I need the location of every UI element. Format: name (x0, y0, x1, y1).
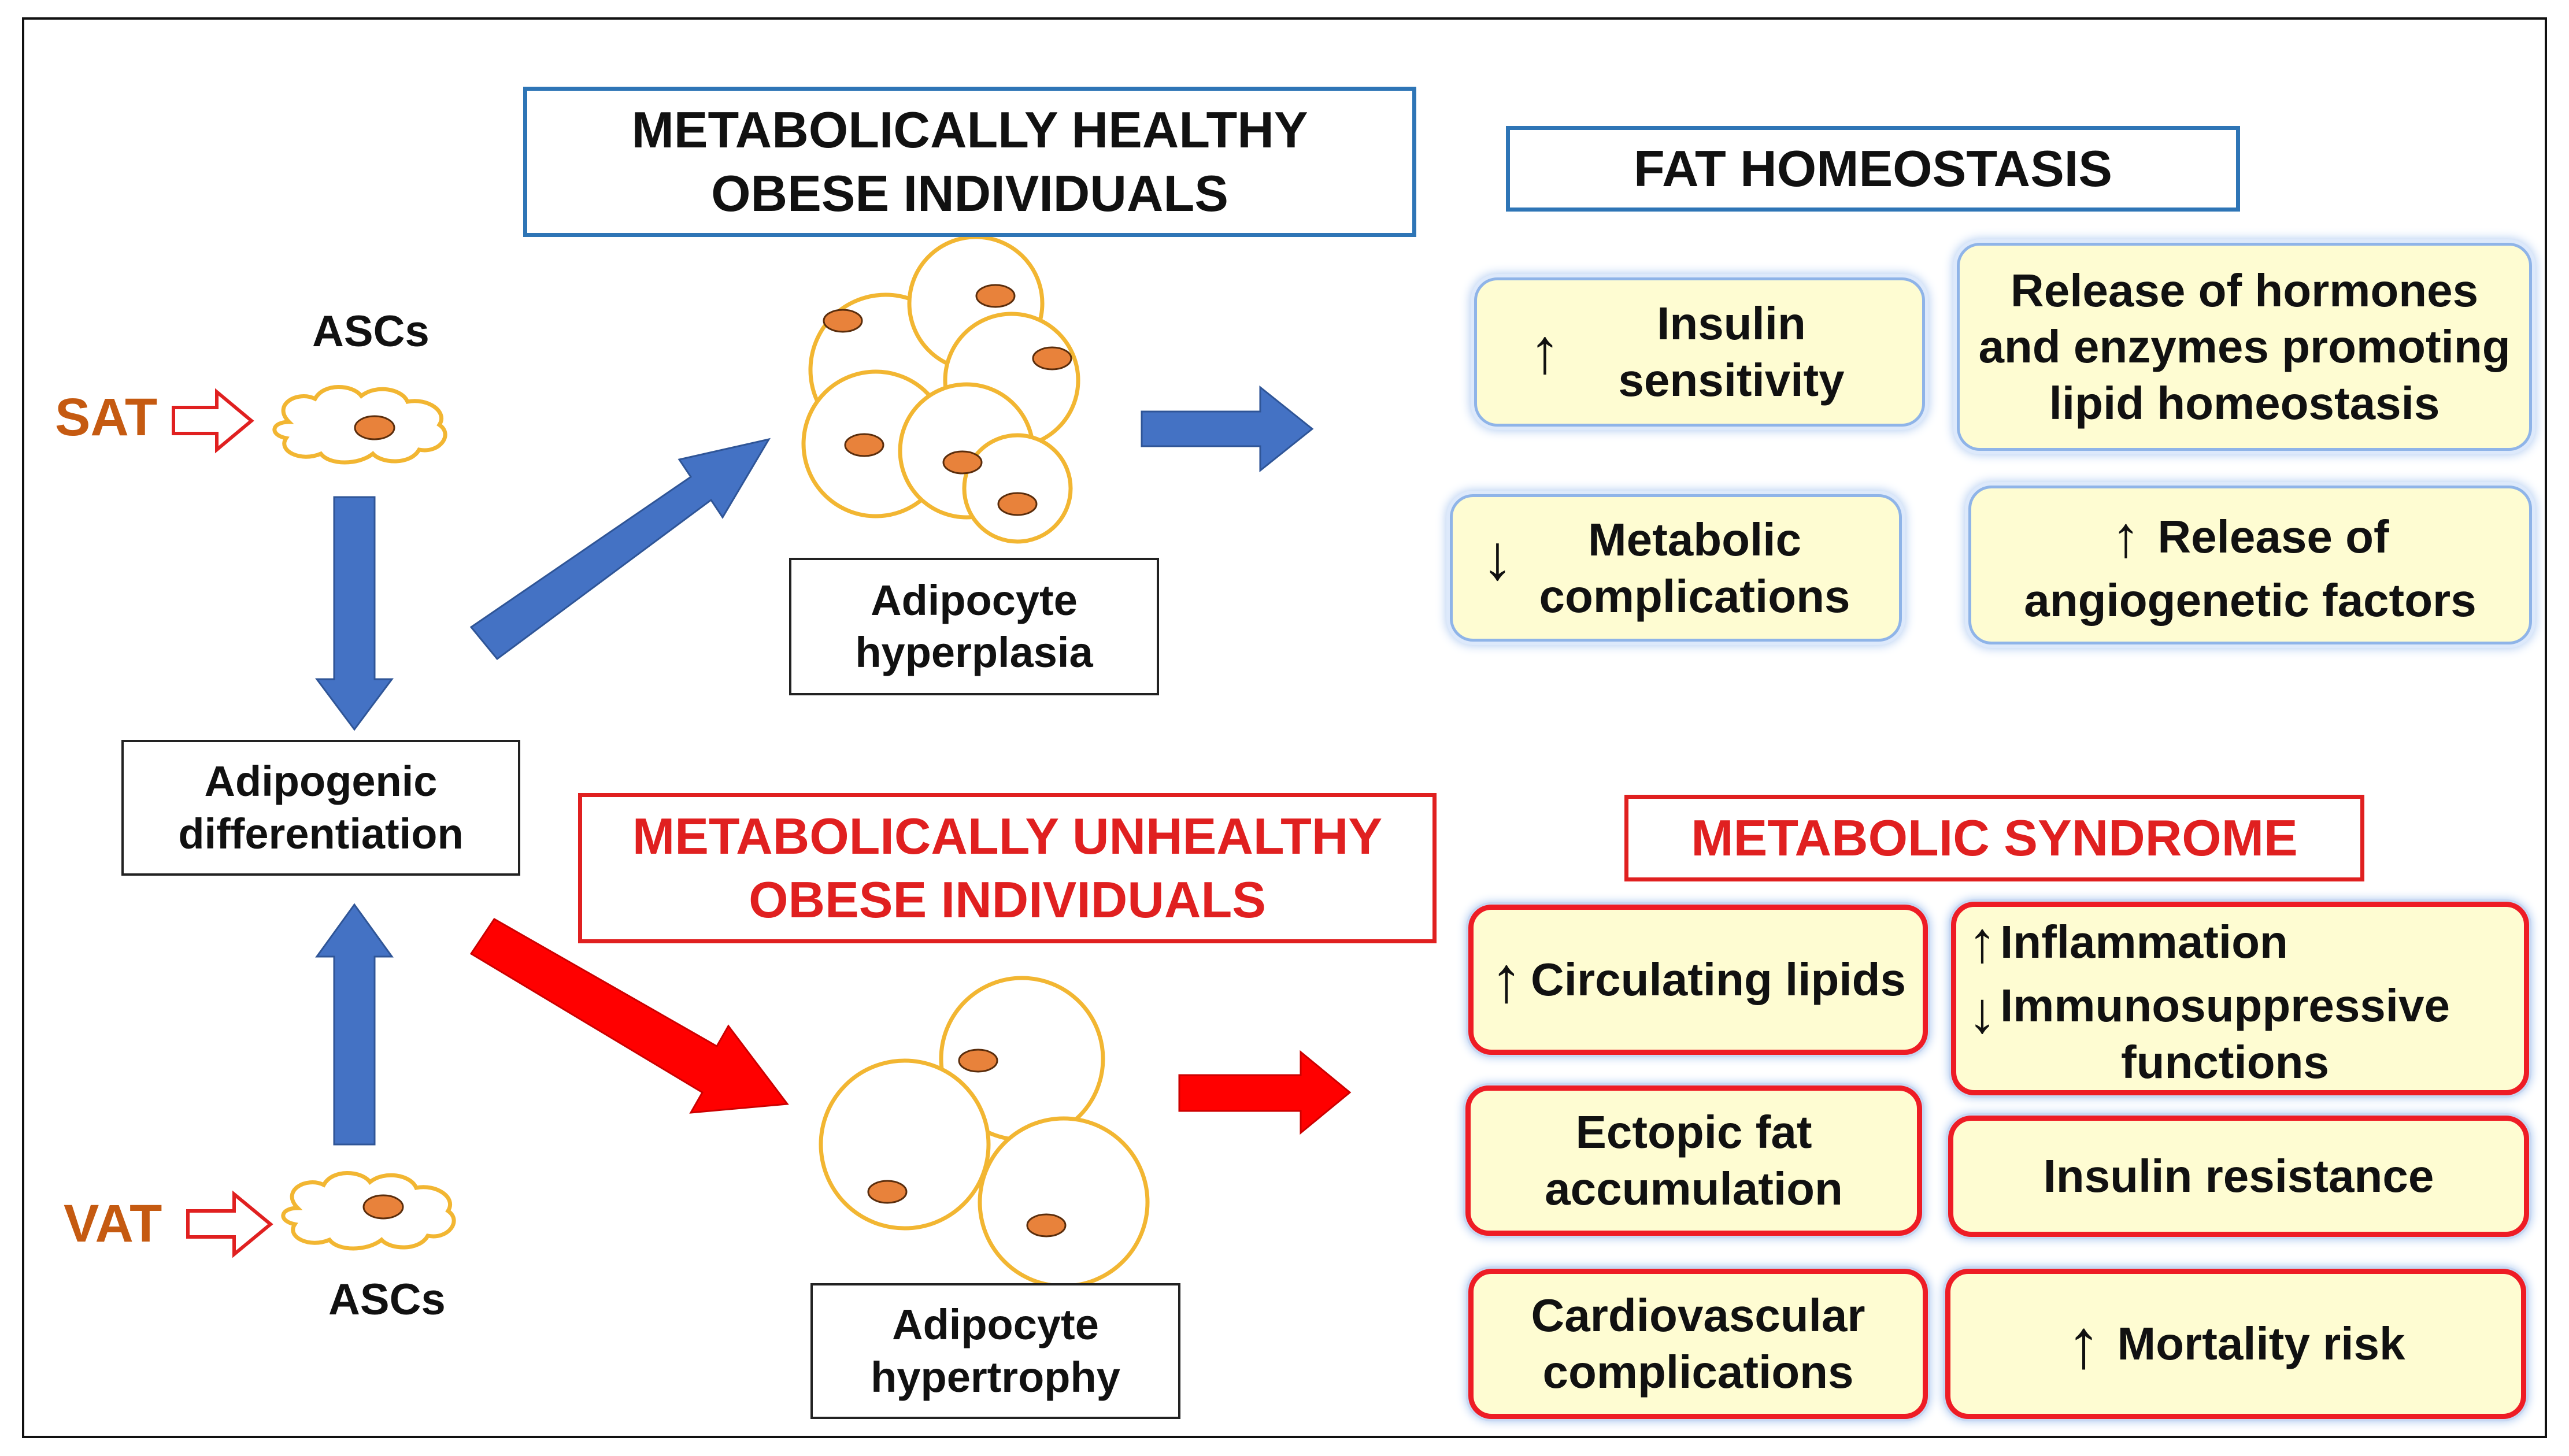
angio-line-2: angiogenetic factors (2024, 574, 2477, 626)
asc-cloud-bottom (281, 1171, 456, 1251)
healthy-title-box: METABOLICALLY HEALTHY OBESE INDIVIDUALS (523, 87, 1416, 237)
healthy-title-line-1: METABOLICALLY HEALTHY (631, 101, 1308, 158)
hypertrophy-cells (819, 976, 1150, 1288)
healthy-title-line-2: OBESE INDIVIDUALS (711, 165, 1228, 222)
up-arrow-icon: ↑ (1490, 943, 1523, 1016)
insulin-line-2: sensitivity (1618, 354, 1845, 406)
hormones-box: Release of hormones and enzymes promotin… (1957, 243, 2532, 451)
circulating-lipids-label: Circulating lipids (1531, 954, 1906, 1006)
hyperplasia-nuclei (823, 284, 1072, 516)
adipogenic-differentiation-box: Adipogenic differentiation (121, 740, 520, 876)
hyperplasia-line-1: Adipocyte (871, 576, 1078, 624)
down-arrow-icon: ↓ (1968, 980, 1997, 1045)
cardiovascular-box: Cardiovascular complications (1468, 1269, 1928, 1419)
ectopic-fat-box: Ectopic fat accumulation (1465, 1085, 1922, 1236)
inflammation-row: ↑ Inflammation (1968, 907, 2524, 977)
angio-line-1-row: ↑ Release of (1971, 502, 2529, 572)
hypertrophy-nuclei (867, 1049, 1067, 1238)
hyperplasia-line-2: hyperplasia (855, 628, 1093, 676)
unhealthy-title-box: METABOLICALLY UNHEALTHY OBESE INDIVIDUAL… (578, 793, 1437, 943)
unhealthy-title-line-2: OBESE INDIVIDUALS (749, 871, 1266, 928)
vat-label: VAT (64, 1194, 162, 1253)
immuno-row: ↓ Immunosuppressive functions (1968, 977, 2524, 1090)
diagonal-red-arrow (469, 918, 789, 1114)
immuno-line-2: functions (2121, 1036, 2329, 1088)
up-arrow-icon: ↑ (2111, 504, 2141, 569)
asc-cloud-top (272, 385, 447, 465)
angiogenetic-factors-box: ↑ Release of angiogenetic factors (1968, 486, 2532, 644)
hypertrophy-line-1: Adipocyte (892, 1301, 1099, 1349)
vat-up-arrow (315, 903, 394, 1146)
insulin-sensitivity-box: ↑ Insulin sensitivity (1474, 277, 1925, 427)
fat-homeostasis-title: FAT HOMEOSTASIS (1506, 126, 2240, 212)
metabolic-line-1: Metabolic (1588, 513, 1801, 565)
up-arrow-icon: ↑ (2066, 1305, 2101, 1383)
differentiation-line-1: Adipogenic (204, 757, 438, 806)
sat-label: SAT (55, 388, 158, 447)
insulin-resistance-box: Insulin resistance (1948, 1116, 2529, 1237)
hormones-line-2: and enzymes promoting (1978, 321, 2511, 373)
circulating-lipids-box: ↑ Circulating lipids (1468, 905, 1928, 1055)
metabolic-line-2: complications (1539, 570, 1850, 622)
down-arrow-icon: ↓ (1482, 522, 1513, 593)
ascs-label-bottom: ASCs (328, 1275, 446, 1324)
immuno-line-1: Immunosuppressive (2000, 979, 2450, 1031)
sat-hollow-arrow (172, 388, 254, 454)
hyperplasia-cells (801, 235, 1080, 544)
metabolic-syndrome-title: METABOLIC SYNDROME (1624, 795, 2364, 881)
horizontal-blue-arrow (1141, 385, 1314, 473)
cardio-line-2: complications (1542, 1346, 1854, 1398)
mortality-risk-box: ↑ Mortality risk (1945, 1269, 2526, 1419)
mortality-label: Mortality risk (2117, 1318, 2405, 1370)
vat-hollow-arrow (186, 1190, 273, 1258)
horizontal-red-arrow (1178, 1050, 1352, 1135)
diagonal-blue-arrow (469, 438, 771, 661)
unhealthy-title-line-1: METABOLICALLY UNHEALTHY (632, 807, 1383, 865)
insulin-line-1: Insulin (1657, 298, 1806, 350)
inflammation-label: Inflammation (2000, 916, 2288, 968)
inflammation-box: ↑ Inflammation ↓ Immunosuppressive funct… (1951, 902, 2529, 1095)
ectopic-line-1: Ectopic fat (1575, 1106, 1812, 1158)
hypertrophy-box: Adipocyte hypertrophy (810, 1283, 1180, 1419)
outer-frame (22, 17, 2547, 1438)
metabolic-complications-box: ↓ Metabolic complications (1450, 494, 1902, 642)
up-arrow-icon: ↑ (1529, 316, 1561, 387)
up-arrow-icon: ↑ (1968, 909, 1997, 975)
hyperplasia-box: Adipocyte hyperplasia (789, 558, 1159, 695)
hypertrophy-line-2: hypertrophy (871, 1353, 1120, 1401)
hormones-line-1: Release of hormones (2010, 264, 2479, 316)
cardio-line-1: Cardiovascular (1531, 1290, 1865, 1342)
sat-down-arrow (315, 496, 394, 731)
hormones-line-3: lipid homeostasis (2049, 377, 2440, 429)
differentiation-line-2: differentiation (178, 809, 464, 858)
ectopic-line-2: accumulation (1545, 1163, 1843, 1214)
ascs-label-top: ASCs (312, 307, 430, 356)
angio-line-1: Release of (2157, 510, 2389, 562)
